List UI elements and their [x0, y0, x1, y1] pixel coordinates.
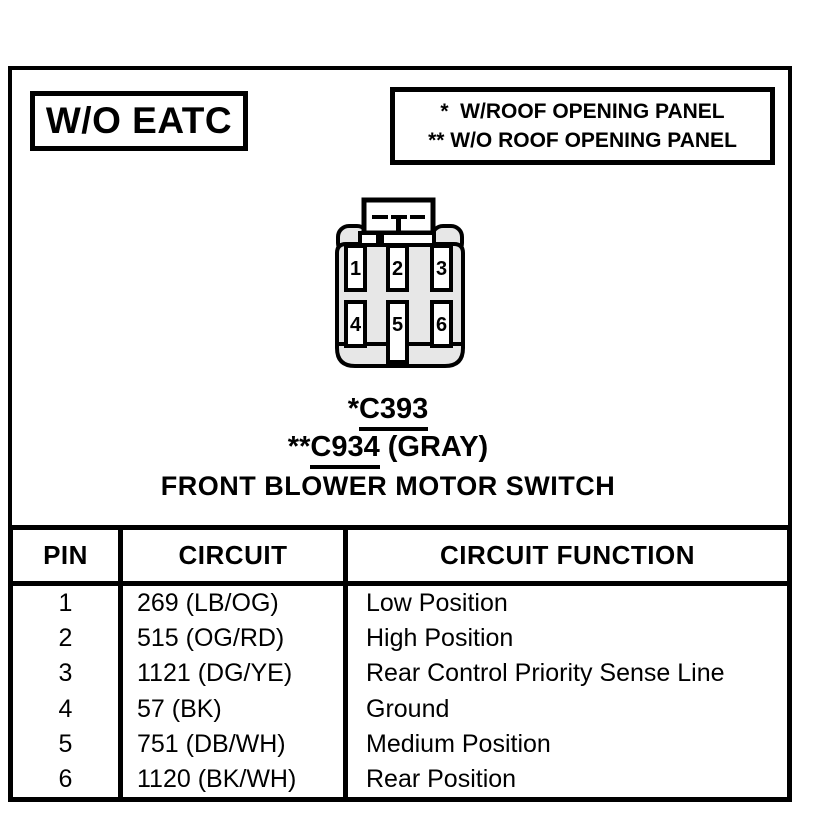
- function-cell-row4: Ground: [366, 694, 450, 723]
- circuit-cell-row3: 1121 (DG/YE): [123, 656, 348, 692]
- circuit-cell-row1: 269 (LB/OG): [123, 586, 348, 622]
- connector-ridge-left: [358, 231, 380, 247]
- connector-id-c393: *C393: [38, 393, 738, 431]
- latch-mark-right: [410, 215, 425, 219]
- connector-pin-slot-6: [430, 300, 453, 348]
- function-cell-row2: High Position: [366, 624, 514, 653]
- latch-mark-center-stem: [396, 215, 401, 231]
- col-header-pin: PIN: [13, 530, 123, 581]
- function-cell-row1: Low Position: [366, 589, 508, 618]
- connector-pin-slot-1: [344, 244, 367, 292]
- circuit-cell-row5: 751 (DB/WH): [123, 726, 348, 762]
- function-cell-row3: Rear Control Priority Sense Line: [366, 659, 725, 688]
- connector-id-c934: **C934 (GRAY): [38, 431, 738, 469]
- col-header-circuit: CIRCUIT: [123, 530, 348, 581]
- pin-cell-row6: 6: [13, 761, 123, 797]
- c934-color-note: (GRAY): [379, 431, 489, 463]
- connector-pin-number-5: 5: [392, 314, 403, 336]
- pin-cell-row4: 4: [13, 691, 123, 727]
- pin-table: PIN CIRCUIT CIRCUIT FUNCTION 1 269 (LB/O…: [8, 525, 792, 802]
- connector-pin-number-6: 6: [436, 314, 447, 336]
- pin-cell-row3: 3: [13, 656, 123, 692]
- connector-ridge-right: [380, 231, 436, 247]
- connector-pin-slot-2: [386, 244, 409, 292]
- c934-asterisks: **: [287, 431, 311, 463]
- variant-label: W/O EATC: [45, 100, 233, 141]
- connector-diagram: 1 2 3 4 5 6: [335, 197, 465, 368]
- connector-pin-slot-5: [386, 300, 409, 364]
- pin-cell-row5: 5: [13, 726, 123, 762]
- c934-code: C934: [310, 431, 380, 469]
- connector-title: FRONT BLOWER MOTOR SWITCH: [160, 471, 616, 501]
- pin-cell-row1: 1: [13, 586, 123, 622]
- latch-mark-left: [372, 215, 388, 219]
- circuit-cell-row2: 515 (OG/RD): [123, 621, 348, 657]
- circuit-cell-row4: 57 (BK): [123, 691, 348, 727]
- function-cell-row6: Rear Position: [366, 764, 517, 793]
- connector-pin-number-4: 4: [350, 314, 362, 336]
- connector-pin-number-1: 1: [350, 258, 361, 280]
- legend-line-no-roof-panel: ** W/O ROOF OPENING PANEL: [428, 129, 737, 152]
- connector-pin-number-3: 3: [436, 258, 447, 280]
- connector-pin-slot-4: [344, 300, 367, 348]
- legend-box: * W/ROOF OPENING PANEL ** W/O ROOF OPENI…: [390, 87, 775, 165]
- connector-pin-slot-3: [430, 244, 453, 292]
- connector-pin-number-2: 2: [392, 258, 403, 280]
- c393-asterisk: *: [347, 393, 359, 425]
- function-cell-row5: Medium Position: [366, 729, 551, 758]
- col-header-circuit-function: CIRCUIT FUNCTION: [440, 540, 695, 570]
- pin-table-body: 1 269 (LB/OG) Low Position 2 515 (OG/RD)…: [13, 586, 787, 797]
- pin-table-header: PIN CIRCUIT CIRCUIT FUNCTION: [13, 530, 787, 586]
- legend-line-roof-panel: * W/ROOF OPENING PANEL: [440, 100, 725, 123]
- pin-cell-row2: 2: [13, 621, 123, 657]
- variant-label-box: W/O EATC: [30, 91, 248, 151]
- c393-code: C393: [358, 393, 429, 431]
- circuit-cell-row6: 1120 (BK/WH): [123, 761, 348, 797]
